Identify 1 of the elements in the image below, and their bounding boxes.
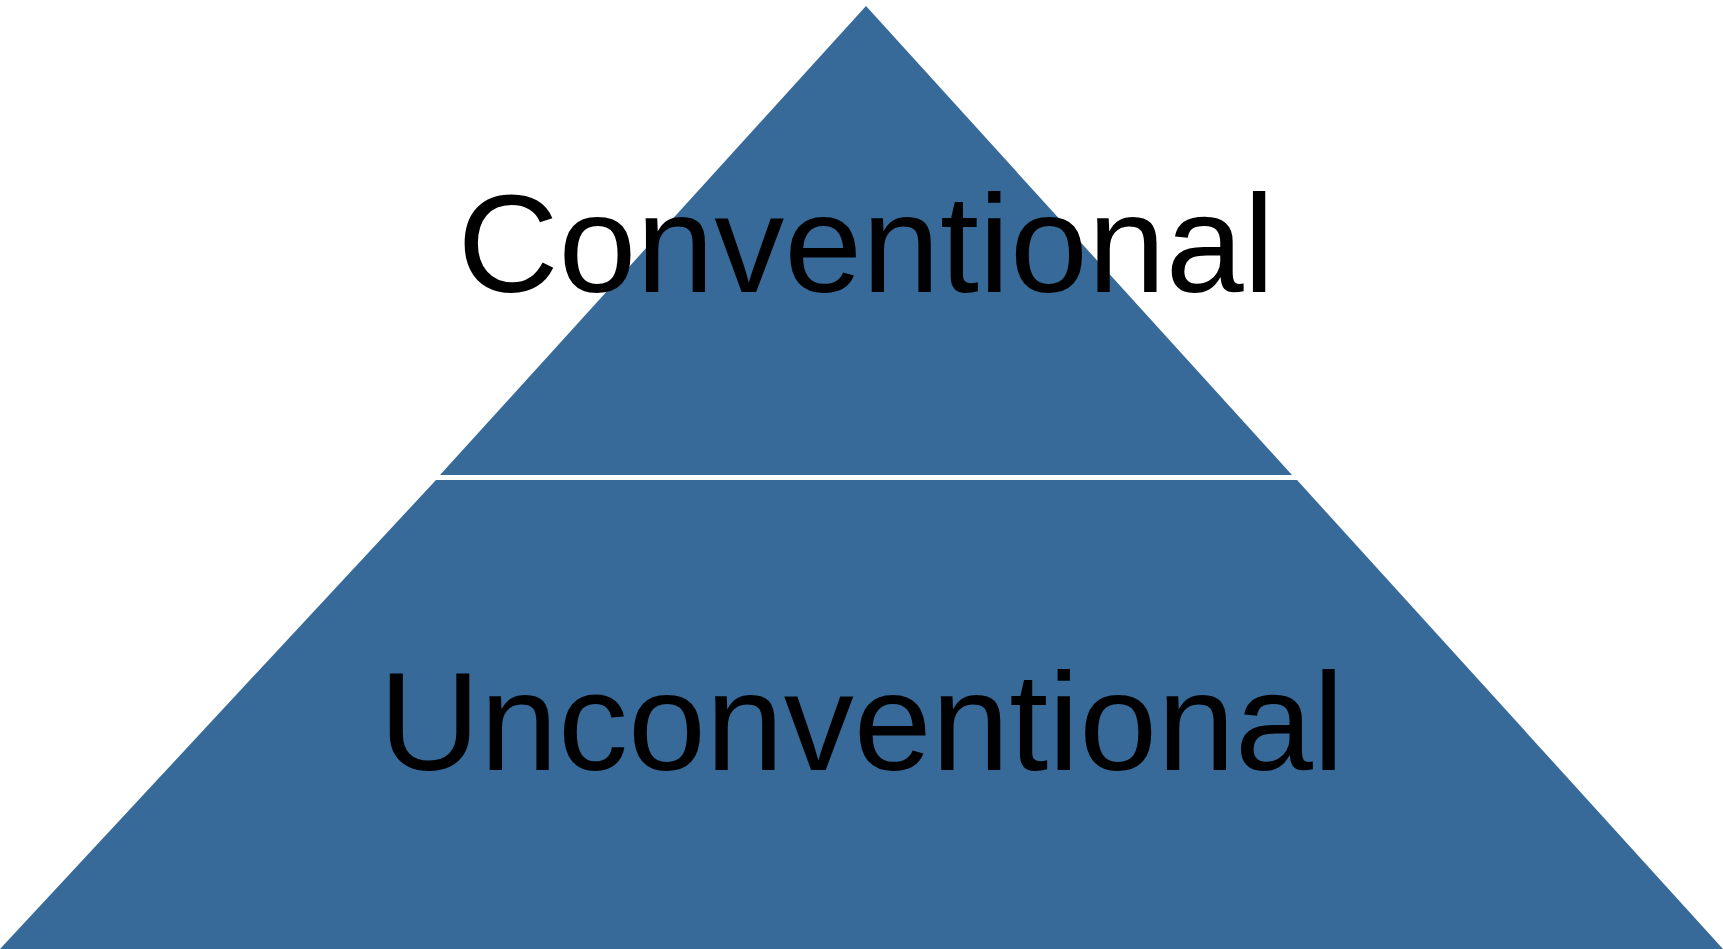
- tier-label: Unconventional: [378, 652, 1345, 792]
